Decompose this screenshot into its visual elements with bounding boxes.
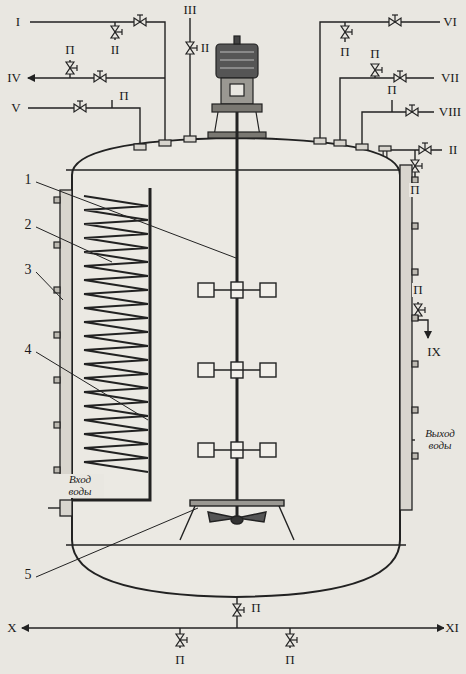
flange: [54, 332, 60, 338]
purge-pipe: [391, 100, 392, 112]
flange: [54, 242, 60, 248]
pipe-line: [412, 320, 428, 338]
pipe-label: П: [284, 653, 295, 667]
pipe-label: П: [369, 47, 380, 61]
pipe-line: [237, 627, 444, 628]
flange: [54, 377, 60, 383]
pipe-label: П: [409, 183, 420, 197]
pipe-label: VI: [442, 15, 458, 29]
pipe-label: IV: [6, 71, 22, 85]
flange: [54, 467, 60, 473]
leader-lines: [36, 182, 236, 577]
pipe-label: П: [174, 653, 185, 667]
pipe-label: II: [110, 43, 121, 57]
pipe-label: V: [10, 101, 21, 115]
pipe-label: П: [250, 601, 261, 615]
coil-pipe: [72, 188, 150, 500]
callout-number: 5: [24, 567, 33, 582]
pipe-label: III: [183, 3, 198, 17]
jacket-flanges: [54, 177, 418, 473]
flange: [54, 197, 60, 203]
pipe-line: [340, 78, 434, 144]
pipe-label: XI: [444, 621, 460, 635]
flange: [412, 361, 418, 367]
pipe-label: X: [6, 621, 17, 635]
agitator: [180, 112, 294, 540]
valves: [66, 15, 431, 646]
pipe-line: [189, 18, 190, 140]
pipe-line: [30, 22, 165, 146]
pipe-line: [385, 149, 442, 150]
pipe-line: [22, 627, 237, 628]
flange: [412, 315, 418, 321]
pipe-label: П: [386, 83, 397, 97]
flange: [412, 223, 418, 229]
flange: [412, 269, 418, 275]
pipe-label: П: [339, 45, 350, 59]
pipe-label: VII: [440, 71, 460, 85]
callout-number: 2: [24, 217, 33, 232]
pipe-label: П: [412, 283, 423, 297]
pipe-line: [320, 22, 440, 142]
callout-number: 1: [24, 172, 33, 187]
flange: [54, 422, 60, 428]
pipe-label: I: [15, 15, 21, 29]
pipe-label: II: [200, 41, 211, 55]
flange: [412, 407, 418, 413]
water-inlet: [48, 507, 60, 508]
flange: [412, 453, 418, 459]
pipe-label: IX: [426, 345, 442, 359]
jacket: [60, 165, 412, 516]
pipe-label: II: [448, 143, 459, 157]
callout-number: 3: [24, 262, 33, 277]
pipe-label: П: [64, 43, 75, 57]
callout-number: 4: [24, 342, 33, 357]
purge-pipe: [111, 100, 112, 108]
pipe-line: [28, 108, 140, 150]
pipe-label: VIII: [438, 105, 462, 119]
stream-label: Выход воды: [416, 428, 464, 451]
stream-label: Вход воды: [56, 474, 104, 497]
coil: [84, 196, 148, 472]
pipe-label: П: [118, 89, 129, 103]
